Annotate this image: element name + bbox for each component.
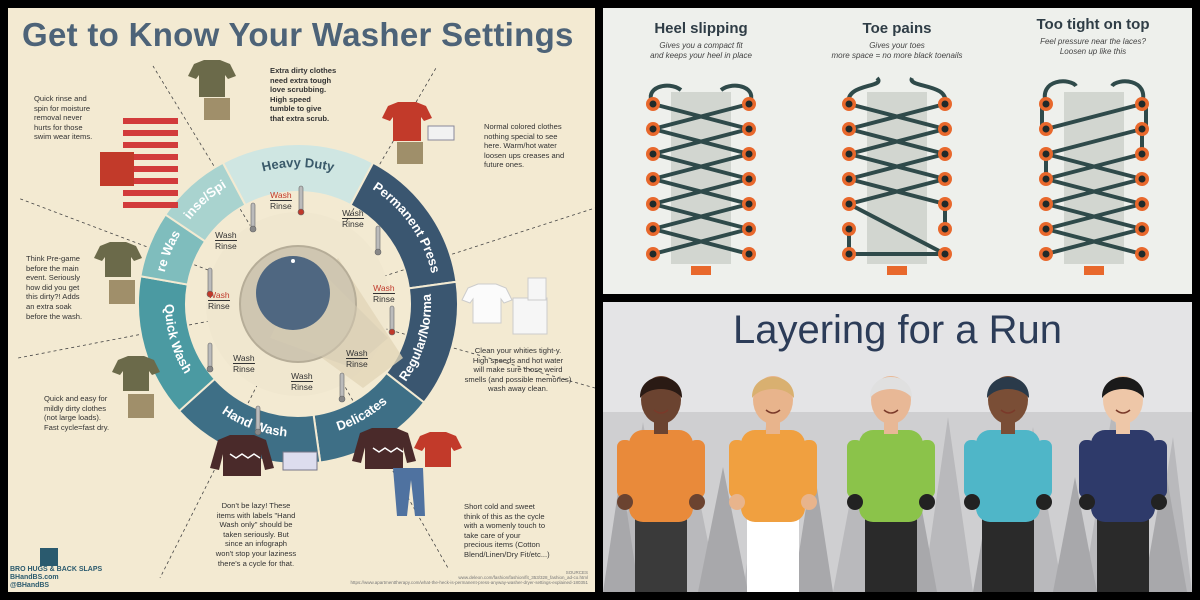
lacing-diagram: [842, 76, 952, 275]
sweater-icon: [210, 435, 318, 476]
whites-icon: [461, 277, 548, 335]
quickwash-clothes-icon: [112, 356, 160, 418]
runner-figure: [729, 376, 817, 592]
lace-tip: [1084, 266, 1104, 275]
heel-slipping-title: Heel slipping: [654, 20, 748, 37]
runner-figure: [964, 376, 1052, 592]
dial-segment[interactable]: [221, 143, 375, 207]
regular-normal-description: Clean your whities tight-y.High speeds a…: [464, 346, 572, 394]
forest-background: [603, 376, 1192, 592]
lace-tip: [691, 266, 711, 275]
layering-for-a-run-panel: Layering for a Run: [603, 302, 1192, 592]
red-shirt-icon: [382, 102, 455, 164]
washer-settings-infographic: Get to Know Your Washer Settings Heavy D…: [8, 8, 595, 592]
washer-title: Get to Know Your Washer Settings: [22, 16, 574, 53]
runner-figure: [1079, 376, 1167, 592]
logo-mark: [40, 548, 58, 566]
lacing-diagram: [1039, 79, 1149, 275]
striped-swimwear-icon: [100, 118, 178, 208]
dial-segment[interactable]: [163, 161, 247, 243]
runner-figure: [617, 376, 705, 592]
brand-logo-text: BRO HUGS & BACK SLAPS BHandBS.com @BHand…: [10, 566, 103, 589]
delicates-clothes-icon: [352, 428, 462, 516]
lacing-diagrams: [646, 76, 1149, 275]
runner-figure: [847, 376, 935, 592]
lacing-diagram: [646, 83, 756, 275]
too-tight-title: Too tight on top: [1036, 16, 1150, 33]
too-tight-subtitle: Feel pressure near the laces?Loosen up l…: [1040, 37, 1146, 56]
shirt-icon: [188, 60, 236, 120]
sources-list: SOURCES www.deleon.com/fashion/fashion/f…: [350, 570, 588, 585]
prewash-clothes-icon: [94, 242, 142, 304]
toe-pains-title: Toe pains: [862, 20, 932, 37]
run-title: Layering for a Run: [732, 308, 1063, 352]
lace-tip: [887, 266, 907, 275]
dial-segment-label: Heavy Duty: [260, 155, 336, 175]
